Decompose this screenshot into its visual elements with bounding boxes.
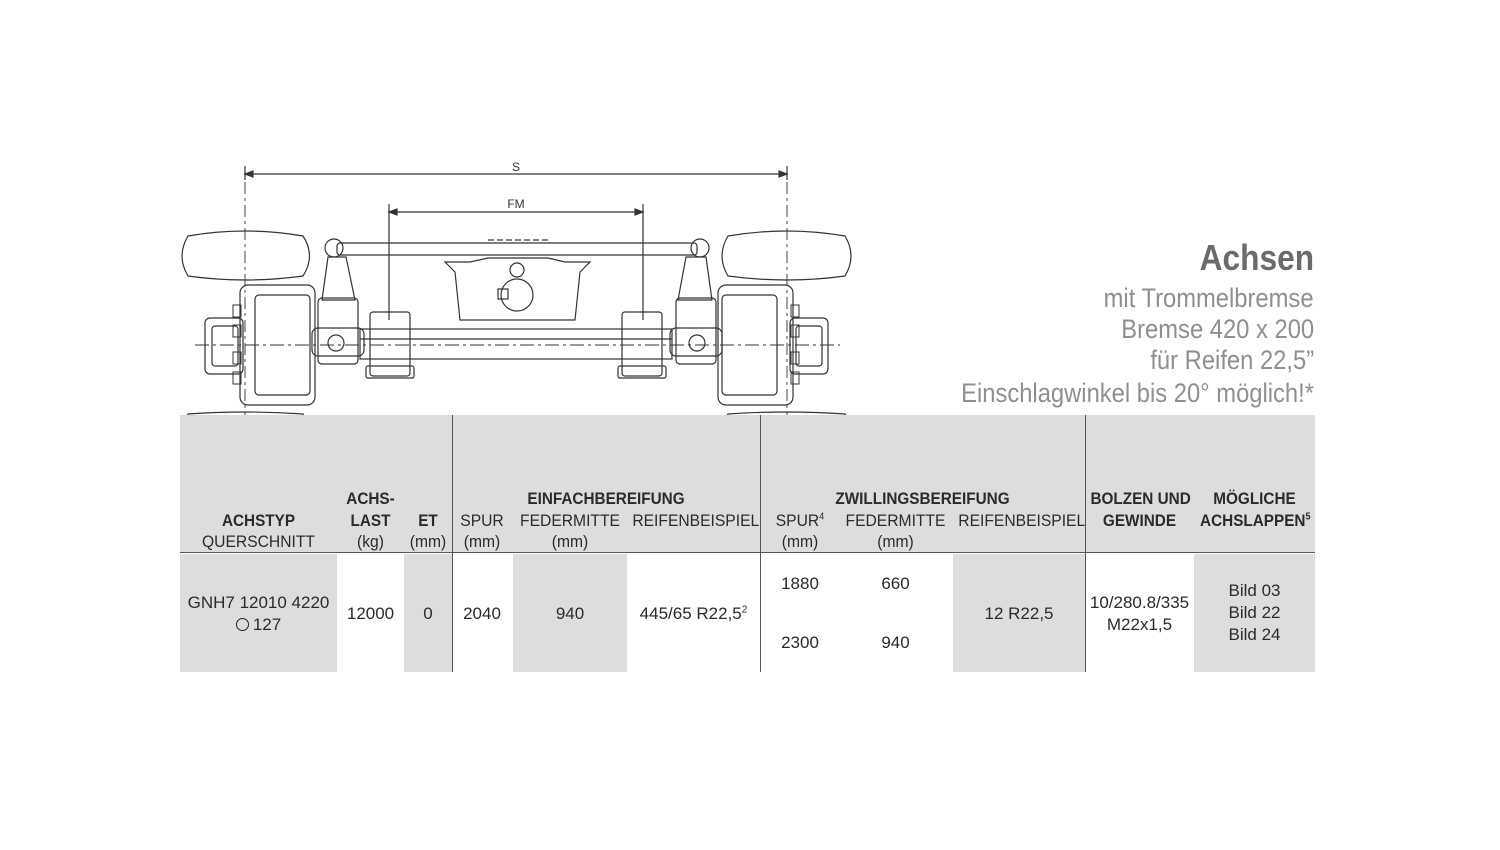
left-steering-arm [321,256,356,301]
value-federmitte: 940 [555,604,585,623]
value-z-spur-1: 1880 [781,574,819,593]
dimension-fm-label: FM [507,197,524,211]
header-federmitte: FEDERMITTE [520,511,620,530]
left-hub [204,317,244,375]
right-tyre-top [721,230,852,281]
left-tyre-top [181,230,311,281]
separator [452,415,453,672]
header-achslappen-2: ACHSLAPPEN5 [1200,511,1311,530]
value-querschnitt: 127 [180,614,337,636]
value-z-federmitte-1: 660 [881,574,910,593]
separator [1085,415,1086,672]
header-bolzen-2: GEWINDE [1102,511,1177,530]
header-zwillingsbereifung: ZWILLINGSBEREIFUNG [835,489,1010,508]
header-federmitte-unit: (mm) [551,532,589,551]
table-header-background [180,415,1315,552]
value-et: 0 [423,604,433,623]
value-achslappen-1: Bild 03 [1228,581,1281,600]
header-achslast-2: LAST [350,511,391,530]
header-einfachbereifung: EINFACHBEREIFUNG [527,489,685,508]
header-et: ET [418,511,438,530]
header-bolzen-1: BOLZEN UND [1090,489,1191,508]
page-title: Achsen [1199,237,1314,278]
header-z-spur: SPUR4 [775,511,825,530]
header-achslast-1: ACHS- [346,489,395,508]
subtitle-brake-size: Bremse 420 x 200 [1121,314,1314,344]
right-brake-drum [717,284,794,406]
value-achslappen-3: Bild 24 [1228,625,1281,644]
tie-rod [336,242,698,256]
subtitle-brake-type: mit Trommelbremse [1104,283,1314,313]
value-spur: 2040 [463,604,501,623]
value-bolzen-2: M22x1,5 [1106,615,1173,634]
circle-section-icon [235,618,249,631]
left-brake-drum [239,284,316,406]
right-hub [789,317,829,375]
subtitle-tyre-size: für Reifen 22,5” [1150,345,1314,375]
right-steering-arm [677,256,713,301]
cell-achstyp-bg [180,554,337,672]
value-z-reifenbeispiel: 12 R22,5 [984,604,1054,623]
header-z-federmitte: FEDERMITTE [845,511,946,530]
header-z-spur-unit: (mm) [781,532,819,551]
value-achslast: 12000 [346,604,395,623]
left-knuckle [317,297,359,365]
value-achslappen-2: Bild 22 [1228,603,1281,622]
header-z-federmitte-unit: (mm) [877,532,914,551]
cell-et-bg [404,554,452,672]
separator [760,415,761,672]
right-spring-seat [621,311,663,377]
header-spur: SPUR [460,511,504,530]
subtitle-steering-angle: Einschlagwinkel bis 20° möglich!* [961,378,1314,408]
cell-z-reifen-bg [953,554,1085,672]
header-divider [180,552,1315,553]
cell-federmitte-bg [513,554,627,672]
header-et-unit: (mm) [409,532,447,551]
value-z-spur-2: 2300 [781,633,819,652]
header-achstyp: ACHSTYP [221,511,296,530]
header-spur-unit: (mm) [463,532,501,551]
value-bolzen-1: 10/280.8/335 [1089,593,1190,612]
header-querschnitt: QUERSCHNITT [202,532,315,551]
left-spring-seat [369,311,411,377]
right-knuckle [675,297,717,365]
value-z-federmitte-2: 940 [881,633,910,652]
dimension-s-label: S [512,160,520,174]
value-achstyp: GNH7 12010 4220 [187,593,330,612]
header-achslast-unit: (kg) [357,532,384,551]
cell-achslappen-bg [1194,554,1315,672]
header-reifenbeispiel: REIFENBEISPIEL [632,511,760,530]
header-z-reifenbeispiel: REIFENBEISPIEL [958,511,1086,530]
center-steering-unit [443,257,592,321]
header-achslappen-1: MÖGLICHE [1213,489,1296,508]
value-reifenbeispiel: 445/65 R22,52 [639,604,748,623]
axle-beam [359,328,673,360]
